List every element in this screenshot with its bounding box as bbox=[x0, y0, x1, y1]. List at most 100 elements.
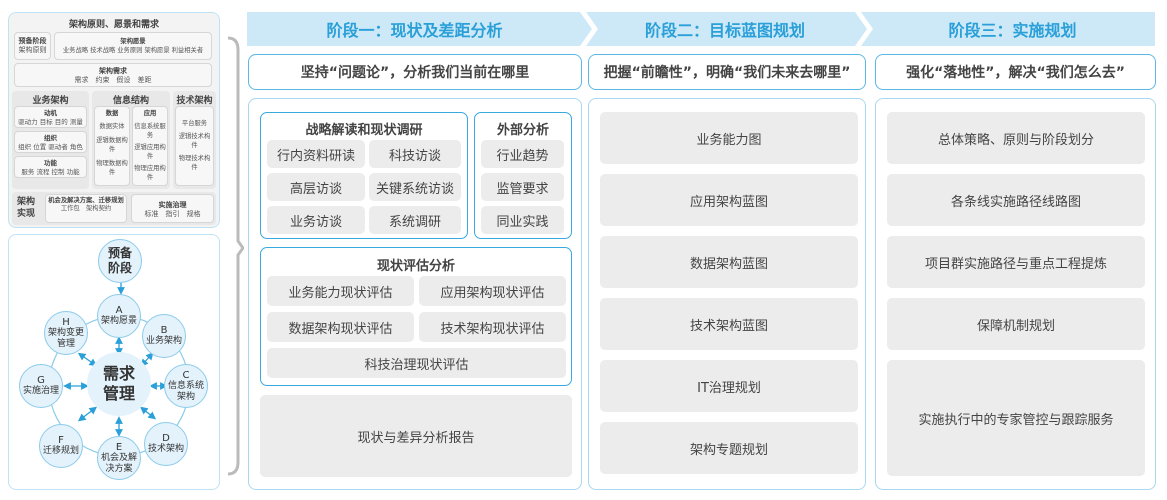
tech-item: 平台服务 bbox=[181, 120, 208, 127]
assessment-item: 数据架构现状评估 bbox=[267, 312, 414, 342]
stage-3-panel: 总体策略、原则与阶段划分各条线实施路径线路图项目群实施路径与重点工程提炼保障机制… bbox=[875, 98, 1156, 490]
phase-label: 架构变更管理 bbox=[47, 327, 84, 349]
implementation-item: 总体策略、原则与阶段划分 bbox=[887, 112, 1145, 164]
business-item-text: 组织 位置 驱动者 角色 bbox=[18, 143, 83, 151]
prelim-phase-node[interactable]: 预备阶段 bbox=[98, 239, 142, 283]
blueprint-item: 应用架构蓝图 bbox=[600, 174, 858, 226]
gap-analysis-report: 现状与差异分析报告 bbox=[260, 395, 572, 477]
opportunity-box: 机会及解决方案、迁移规划工作包 架构契约 bbox=[45, 194, 127, 223]
business-item-title: 组织 bbox=[44, 134, 57, 142]
strategy-item: 高层访谈 bbox=[267, 173, 365, 201]
phase-label: 技术架构 bbox=[147, 444, 184, 454]
opportunity-title: 机会及解决方案、迁移规划 bbox=[48, 197, 124, 204]
phase-label: 迁移规划 bbox=[42, 446, 79, 456]
assessment-title: 现状评估分析 bbox=[376, 259, 455, 274]
phase-label: 架构愿景 bbox=[100, 316, 137, 326]
implementation-item: 实施执行中的专家管控与跟踪服务 bbox=[887, 360, 1145, 476]
phase-letter: F bbox=[58, 435, 64, 446]
center-label: 需求管理 bbox=[102, 364, 135, 403]
phase-letter: E bbox=[115, 441, 123, 453]
data-item: 物理数据构件 bbox=[96, 160, 128, 176]
strategy-title: 战略解读和现状调研 bbox=[305, 123, 423, 138]
business-item: 组织组织 位置 驱动者 角色 bbox=[14, 131, 87, 153]
phase-label: 机会及解决方案 bbox=[100, 452, 137, 474]
business-item-text: 驱动力 目标 目的 测量 bbox=[18, 118, 83, 126]
phase-letter: B bbox=[160, 325, 168, 336]
strategy-item: 业务访谈 bbox=[267, 206, 365, 234]
phase-letter: H bbox=[62, 316, 70, 328]
blueprint-item: IT治理规划 bbox=[600, 360, 858, 412]
app-title: 应用 bbox=[143, 110, 157, 117]
opportunity-text: 工作包 架构契约 bbox=[60, 205, 112, 212]
implementation-item: 各条线实施路径线路图 bbox=[887, 174, 1145, 226]
business-item-text: 服务 流程 控制 功能 bbox=[21, 168, 80, 176]
business-item: 动机驱动力 目标 目的 测量 bbox=[14, 106, 87, 128]
implementation-item: 保障机制规划 bbox=[887, 298, 1145, 350]
data-item: 数据实体 bbox=[99, 123, 125, 130]
external-title: 外部分析 bbox=[496, 123, 549, 138]
assessment-item: 应用架构现状评估 bbox=[419, 276, 566, 306]
external-item: 监管要求 bbox=[481, 173, 564, 201]
adm-content-panel: 架构原则、愿景和需求 预备阶段 架构原则 架构愿景 业务战略 技术战略 业务原则… bbox=[8, 12, 220, 228]
requirements-management-hub: 需求管理 bbox=[87, 352, 151, 416]
phase-label: 实施治理 bbox=[22, 386, 59, 396]
stage-2-subtitle: 把握“前瞻性”，明确“我们未来去哪里” bbox=[588, 54, 866, 90]
stage-3-subtitle: 强化“落地性”，解决“我们怎么去” bbox=[875, 54, 1156, 90]
stage-2-banner: 阶段二：目标蓝图规划 bbox=[644, 21, 805, 40]
business-item: 功能服务 流程 控制 功能 bbox=[14, 156, 87, 178]
strategy-item: 科技访谈 bbox=[369, 140, 461, 168]
stage-1-banner: 阶段一：现状及差距分析 bbox=[326, 21, 503, 40]
prelim-text: 架构原则 bbox=[18, 46, 47, 54]
assessment-item: 技术架构现状评估 bbox=[419, 312, 566, 342]
stage-3-banner: 阶段三：实施规划 bbox=[948, 21, 1077, 40]
phase-letter: C bbox=[182, 369, 190, 381]
business-item-title: 功能 bbox=[44, 159, 57, 167]
cycle-arrows bbox=[63, 336, 168, 437]
tech-item: 物理技术构件 bbox=[178, 155, 211, 171]
phase-label: 业务架构 bbox=[145, 336, 182, 346]
prelim-box: 预备阶段 架构原则 bbox=[14, 32, 51, 60]
blueprint-item: 技术架构蓝图 bbox=[600, 298, 858, 350]
info-structure-group: 信息结构 数据 数据实体 逻辑数据构件 物理数据构件 应用 信息系统服务 逻辑应… bbox=[92, 91, 170, 189]
vision-box: 架构愿景 业务战略 技术战略 业务原则 架构愿景 利益相关者 bbox=[54, 32, 212, 60]
business-arch-title: 业务架构 bbox=[32, 96, 69, 106]
strategy-research-box: 战略解读和现状调研 行内资料研读科技访谈高层访谈关键系统访谈业务访谈系统调研 bbox=[260, 112, 468, 239]
realization-title: 架构实现 bbox=[17, 197, 36, 219]
prelim-label: 预备阶段 bbox=[107, 246, 132, 275]
blueprint-item: 数据架构蓝图 bbox=[600, 236, 858, 288]
data-title: 数据 bbox=[105, 110, 119, 117]
strategy-item: 关键系统访谈 bbox=[369, 173, 461, 201]
stage-banners-bg bbox=[247, 12, 1155, 46]
stage-1-panel: 战略解读和现状调研 行内资料研读科技访谈高层访谈关键系统访谈业务访谈系统调研 外… bbox=[248, 98, 582, 490]
vision-title: 架构愿景 bbox=[120, 38, 146, 45]
vision-text: 业务战略 技术战略 业务原则 架构愿景 利益相关者 bbox=[62, 47, 204, 54]
phase-letter: G bbox=[37, 375, 45, 386]
phase-letter: A bbox=[115, 305, 123, 316]
governance-box: 实施治理标准 指引 规格 bbox=[131, 194, 214, 223]
external-item: 同业实践 bbox=[481, 206, 564, 234]
tech-item: 逻辑技术构件 bbox=[178, 133, 211, 149]
assessment-item: 科技治理现状评估 bbox=[267, 348, 566, 378]
app-item: 逻辑应用构件 bbox=[134, 144, 166, 160]
requirements-box: 架构需求 需求 约束 假设 差距 bbox=[14, 63, 212, 87]
stage-1-subtitle: 坚持“问题论”，分析我们当前在哪里 bbox=[248, 54, 582, 90]
governance-text: 标准 指引 规格 bbox=[144, 210, 201, 218]
app-item: 信息系统服务 bbox=[134, 123, 166, 139]
assessment-item: 业务能力现状评估 bbox=[267, 276, 414, 306]
app-item: 物理应用构件 bbox=[134, 165, 166, 181]
info-structure-title: 信息结构 bbox=[112, 96, 149, 106]
tech-arch-group: 技术架构 平台服务 逻辑技术构件 物理技术构件 bbox=[173, 91, 216, 189]
blueprint-item: 架构专题规划 bbox=[600, 422, 858, 474]
implementation-item: 项目群实施路径与重点工程提炼 bbox=[887, 236, 1145, 288]
requirements-text: 需求 约束 假设 差距 bbox=[74, 76, 152, 84]
bracket-divider bbox=[227, 36, 244, 476]
